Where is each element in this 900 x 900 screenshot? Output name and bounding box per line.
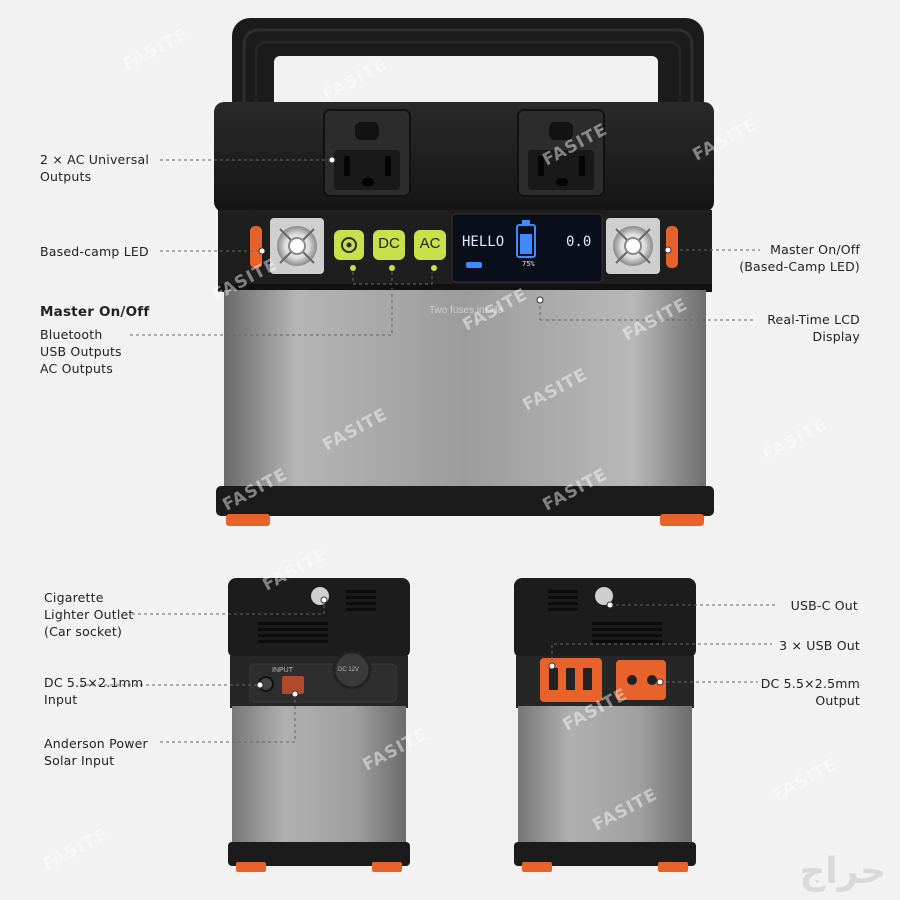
usb-c-label: USB-C Out [790, 598, 858, 613]
indicator-dot [350, 265, 356, 271]
dc-button-label: DC [378, 235, 400, 252]
camp-led-label: Based-camp LED [40, 244, 149, 259]
bluetooth-button [334, 230, 364, 260]
indicator-dot [431, 265, 437, 271]
usb-out-label: 3 × USB Out [779, 638, 860, 653]
dc-socket-label: DC 12V [338, 667, 360, 673]
right-side-unit [514, 578, 696, 872]
ac-button [414, 230, 446, 260]
camp-led-left [270, 218, 324, 274]
ac-button-label: AC [419, 235, 441, 252]
lcd-hello-text: HELLO [462, 234, 505, 250]
lcd-battery-percent: 75% [522, 260, 535, 268]
camp-led-right [606, 218, 660, 274]
lcd-display [451, 213, 603, 283]
lcd-power-readout: 0.0 [566, 234, 592, 250]
master-led-label: Master On/Off(Based-Camp LED) [739, 242, 860, 274]
leader-endpoints [256, 156, 672, 698]
leader-lines [80, 159, 778, 743]
ac-outlet-right [528, 122, 594, 190]
camp-led-switch-left [250, 226, 262, 268]
fuse-cover-text: Two fuses inside [429, 305, 503, 316]
site-logo: حراج [799, 851, 886, 892]
steel-body [216, 290, 714, 526]
master-switch-title: Master On/Off [40, 304, 150, 320]
input-panel-label: INPUT [272, 667, 293, 674]
ac-outlet-left [334, 122, 400, 190]
master-switch-right [666, 226, 678, 268]
top-housing [214, 102, 714, 212]
indicator-dot [389, 265, 395, 271]
dc-button [373, 230, 405, 260]
left-side-unit [228, 578, 410, 872]
